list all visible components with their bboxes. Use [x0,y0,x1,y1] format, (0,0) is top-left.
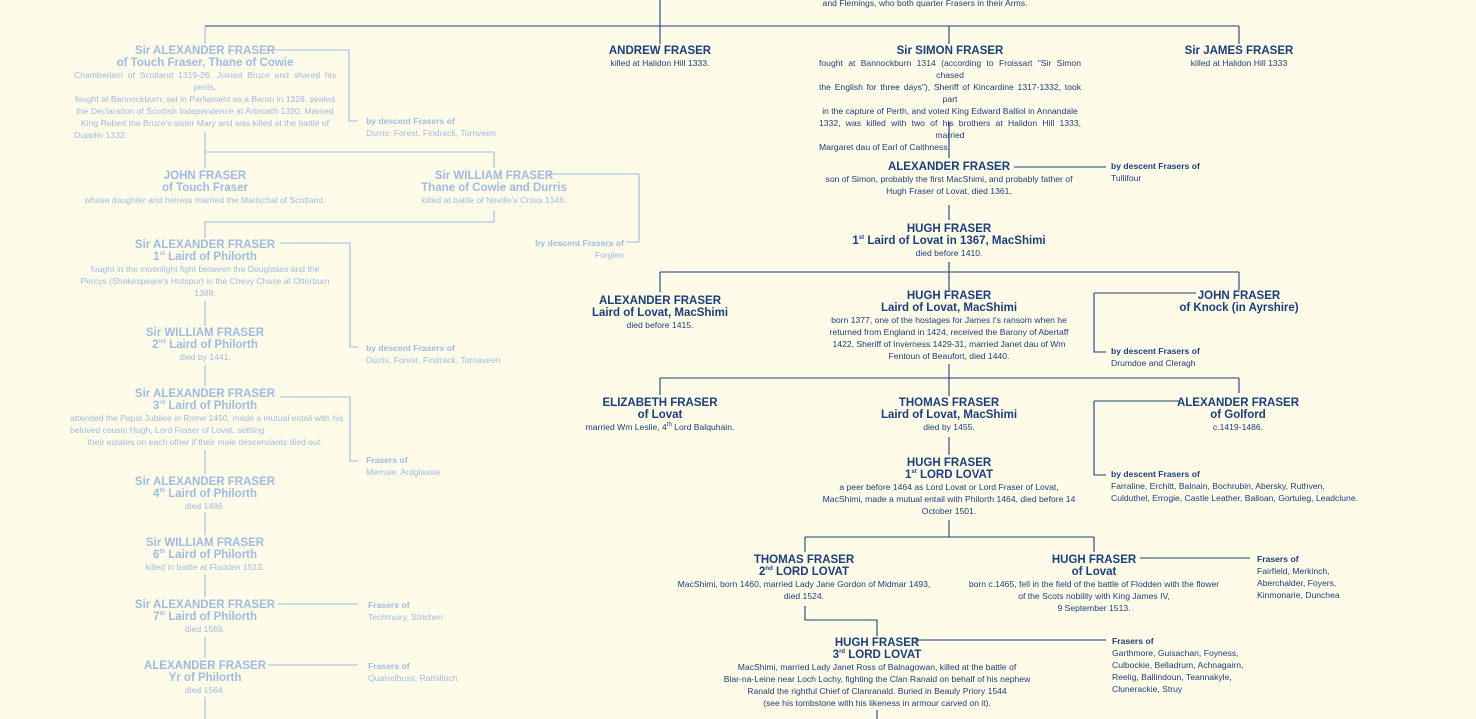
descent-garthmore: Frasers of Garthmore, Guisachan, Foyness… [1112,636,1244,694]
faded-line-connectors [204,26,640,719]
person-alexander-of-golford: ALEXANDER FRASER of Golford c.1419-1486. [1176,397,1300,432]
person-hugh-1st-lord-lovat: HUGH FRASER 1st LORD LOVAT a peer before… [822,457,1076,516]
descent-durris-2: by descent Frasers of Durris, Forest, Fi… [366,343,501,365]
person-william-thane-of-cowie: Sir WILLIAM FRASER Thane of Cowie and Du… [421,170,567,205]
person-elizabeth-of-lovat: ELIZABETH FRASER of Lovat married Wm Les… [585,397,735,432]
descent-forglen: by descent Frasers of Forglen [535,238,624,260]
person-john-touch-fraser: JOHN FRASER of Touch Fraser whose daught… [84,170,326,205]
person-john-of-knock: JOHN FRASER of Knock (in Ayrshire) [1179,290,1299,314]
person-alexander-laird-of-lovat: ALEXANDER FRASER Laird of Lovat, MacShim… [591,295,729,330]
person-hugh-3rd-lord-lovat: HUGH FRASER 3rd LORD LOVAT MacShimi, mar… [723,637,1031,708]
person-william-2nd-laird-philorth: Sir WILLIAM FRASER 2nd Laird of Philorth… [145,327,265,362]
descent-techmuiry: Frasers of Techmuiry, Strichen [368,600,443,622]
person-andrew-fraser: ANDREW FRASER killed at Halidon Hill 133… [608,45,712,68]
person-alexander-touch-fraser: Sir ALEXANDER FRASER of Touch Fraser, Th… [74,45,336,140]
person-alexander-1st-laird-philorth: Sir ALEXANDER FRASER 1st Laird of Philor… [80,239,330,298]
descent-durris-1: by descent Frasers of Durris, Forest, Fi… [366,116,496,138]
descent-memsie: Frasers of Memsie, Ardglassie [366,455,441,477]
person-hugh-fraser-1367: HUGH FRASER 1st Laird of Lovat in 1367, … [852,223,1046,258]
top-note: and Flemings, who both quarter Frasers i… [822,0,1028,8]
descent-fairfield: Frasers of Fairfield, Merkinch, Aberchal… [1257,554,1340,600]
person-alexander-yr-of-philorth: ALEXANDER FRASER Yr of Philorth died 156… [143,660,267,695]
person-thomas-laird-of-lovat: THOMAS FRASER Laird of Lovat, MacShimi d… [880,397,1018,432]
person-thomas-2nd-lord-lovat: THOMAS FRASER 2nd LORD LOVAT MacShimi, b… [677,554,931,601]
descent-quarrelbuss: Frasers of Quarrelbuss, Rathilloch [368,661,458,683]
person-james-fraser: Sir JAMES FRASER killed at Halidon Hill … [1184,45,1294,68]
descent-farraline: by descent Frasers of Farraline, Erchitt… [1111,469,1358,503]
descent-drumdoe: by descent Frasers of Drumdoe and Clerag… [1111,346,1200,368]
person-alexander-4th-laird-philorth: Sir ALEXANDER FRASER 4th Laird of Philor… [134,476,276,511]
person-william-6th-laird-philorth: Sir WILLIAM FRASER 6th Laird of Philorth… [145,537,265,572]
person-alexander-3rd-laird-philorth: Sir ALEXANDER FRASER 3rd Laird of Philor… [70,388,344,447]
person-alexander-son-of-simon: ALEXANDER FRASER son of Simon, probably … [825,161,1073,196]
main-line-connectors [205,0,1250,719]
person-hugh-of-lovat-flodden: HUGH FRASER of Lovat born c.1465, fell i… [968,554,1220,613]
descent-tullifour: by descent Frasers of Tullifour [1111,161,1200,183]
person-alexander-7th-laird-philorth: Sir ALEXANDER FRASER 7th Laird of Philor… [134,599,276,634]
person-hugh-laird-of-lovat: HUGH FRASER Laird of Lovat, MacShimi bor… [829,290,1069,361]
person-simon-fraser: Sir SIMON FRASER fought at Bannockburn 1… [819,45,1081,152]
